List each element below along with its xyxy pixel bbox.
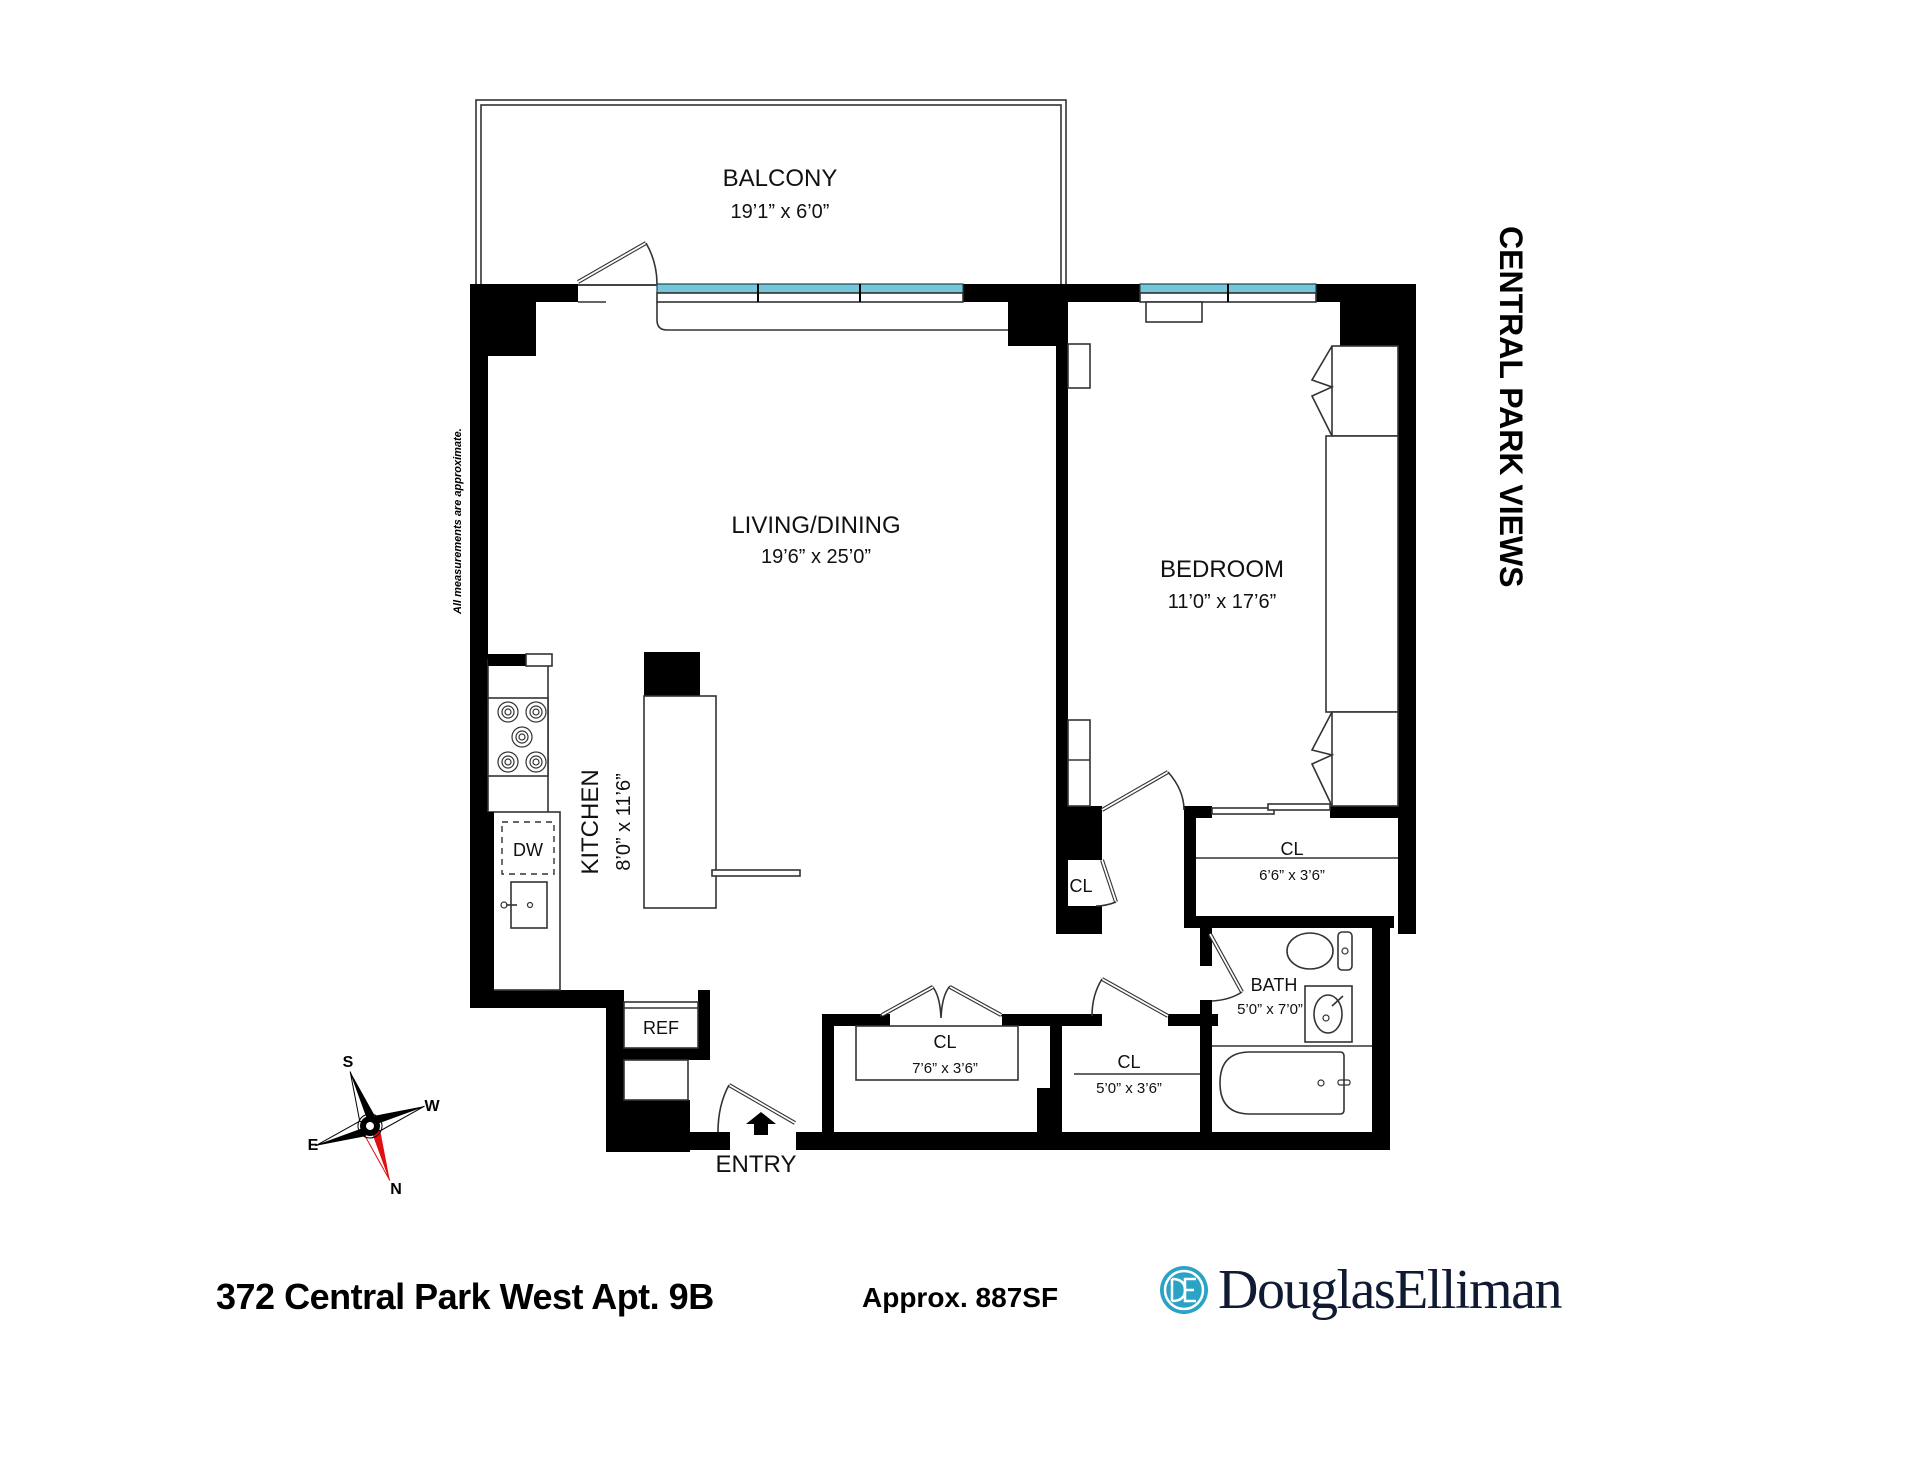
walls — [470, 284, 1416, 1152]
svg-text:BATH: BATH — [1251, 975, 1298, 995]
svg-text:All measurements are approxima: All measurements are approximate. — [452, 428, 464, 615]
room-closet-hall: CL 5’0” x 3’6” — [1096, 1052, 1162, 1097]
brand-logo: DouglasElliman — [1158, 1259, 1562, 1321]
bedroom-door[interactable] — [1101, 770, 1185, 812]
svg-text:6’6” x 3’6”: 6’6” x 3’6” — [1259, 867, 1325, 884]
balcony-outline — [475, 99, 1067, 286]
property-address: 372 Central Park West Apt. 9B — [216, 1276, 714, 1317]
approx-area: Approx. 887SF — [862, 1282, 1059, 1313]
compass-e: E — [308, 1137, 319, 1154]
entry-arrow-icon — [746, 1112, 776, 1135]
svg-text:CL: CL — [1117, 1052, 1140, 1072]
svg-text:CL: CL — [1280, 839, 1303, 859]
entry-door[interactable] — [717, 1083, 796, 1135]
hall-closet-door[interactable] — [1091, 977, 1169, 1018]
bathtub — [1219, 1051, 1351, 1115]
small-closet-door[interactable] — [1095, 859, 1118, 907]
room-entry: ENTRY — [716, 1151, 797, 1178]
room-living-dining: LIVING/DINING 19’6” x 25’0” — [731, 512, 900, 568]
bath-door[interactable] — [1208, 919, 1244, 1002]
svg-text:CENTRAL PARK VIEWS: CENTRAL PARK VIEWS — [1493, 226, 1529, 588]
compass-w: W — [424, 1098, 440, 1115]
bedroom-radiator — [1067, 343, 1091, 389]
kitchen-wall-thick — [470, 812, 494, 1002]
toilet — [1286, 931, 1353, 971]
svg-text:CL: CL — [1069, 876, 1092, 896]
svg-text:5’0” x 7’0”: 5’0” x 7’0” — [1237, 1001, 1303, 1018]
svg-text:ENTRY: ENTRY — [716, 1151, 797, 1178]
room-closet-bedroom: CL 6’6” x 3’6” — [1259, 839, 1325, 884]
room-bedroom: BEDROOM 11’0” x 17’6” — [1160, 556, 1284, 613]
room-closet-small: CL — [1069, 876, 1092, 896]
compass-n: N — [390, 1181, 402, 1198]
entry-closet-doors[interactable] — [881, 985, 1002, 1017]
room-balcony: BALCONY 19’1” x 6’0” — [723, 165, 838, 223]
entry-closet — [855, 985, 1019, 1081]
bedroom-wardrobe — [1310, 345, 1399, 807]
central-park-views-label: CENTRAL PARK VIEWS — [1493, 226, 1529, 588]
compass-icon — [315, 1071, 425, 1181]
svg-text:19’1” x 6’0”: 19’1” x 6’0” — [731, 201, 830, 223]
svg-text:7’6” x 3’6”: 7’6” x 3’6” — [912, 1060, 978, 1077]
room-closet-entry: CL 7’6” x 3’6” — [912, 1032, 978, 1077]
svg-text:BEDROOM: BEDROOM — [1160, 556, 1284, 583]
svg-text:KITCHEN: KITCHEN — [577, 769, 604, 874]
bedroom-closet-doors[interactable] — [1211, 803, 1331, 815]
balcony-door[interactable] — [577, 241, 658, 303]
svg-text:8’0” x 11’6”: 8’0” x 11’6” — [613, 773, 635, 870]
room-kitchen: KITCHEN 8’0” x 11’6” — [577, 769, 635, 874]
bath-sink — [1304, 985, 1353, 1043]
kitchen-island — [643, 652, 801, 909]
bedroom-shelf — [1067, 719, 1091, 807]
room-bath: BATH 5’0” x 7’0” — [1237, 975, 1303, 1018]
brand-name: DouglasElliman — [1218, 1259, 1562, 1321]
svg-text:11’0” x 17’6”: 11’0” x 17’6” — [1168, 591, 1277, 613]
disclaimer-note: All measurements are approximate. — [452, 428, 464, 615]
dishwasher: DW — [501, 821, 555, 875]
svg-text:CL: CL — [933, 1032, 956, 1052]
douglas-elliman-logo-icon — [1160, 1266, 1208, 1314]
svg-text:5’0” x 3’6”: 5’0” x 3’6” — [1096, 1080, 1162, 1097]
bedroom-windows — [1139, 283, 1317, 323]
svg-text:BALCONY: BALCONY — [723, 165, 838, 192]
svg-text:REF: REF — [643, 1018, 679, 1038]
kitchen-sink — [500, 881, 548, 929]
svg-text:LIVING/DINING: LIVING/DINING — [731, 512, 900, 539]
refrigerator: REF — [623, 1001, 699, 1101]
living-windows — [656, 283, 1008, 331]
svg-text:19’6” x 25’0”: 19’6” x 25’0” — [761, 546, 871, 568]
svg-text:DW: DW — [513, 840, 543, 860]
stove — [487, 697, 549, 777]
compass-s: S — [343, 1054, 354, 1071]
